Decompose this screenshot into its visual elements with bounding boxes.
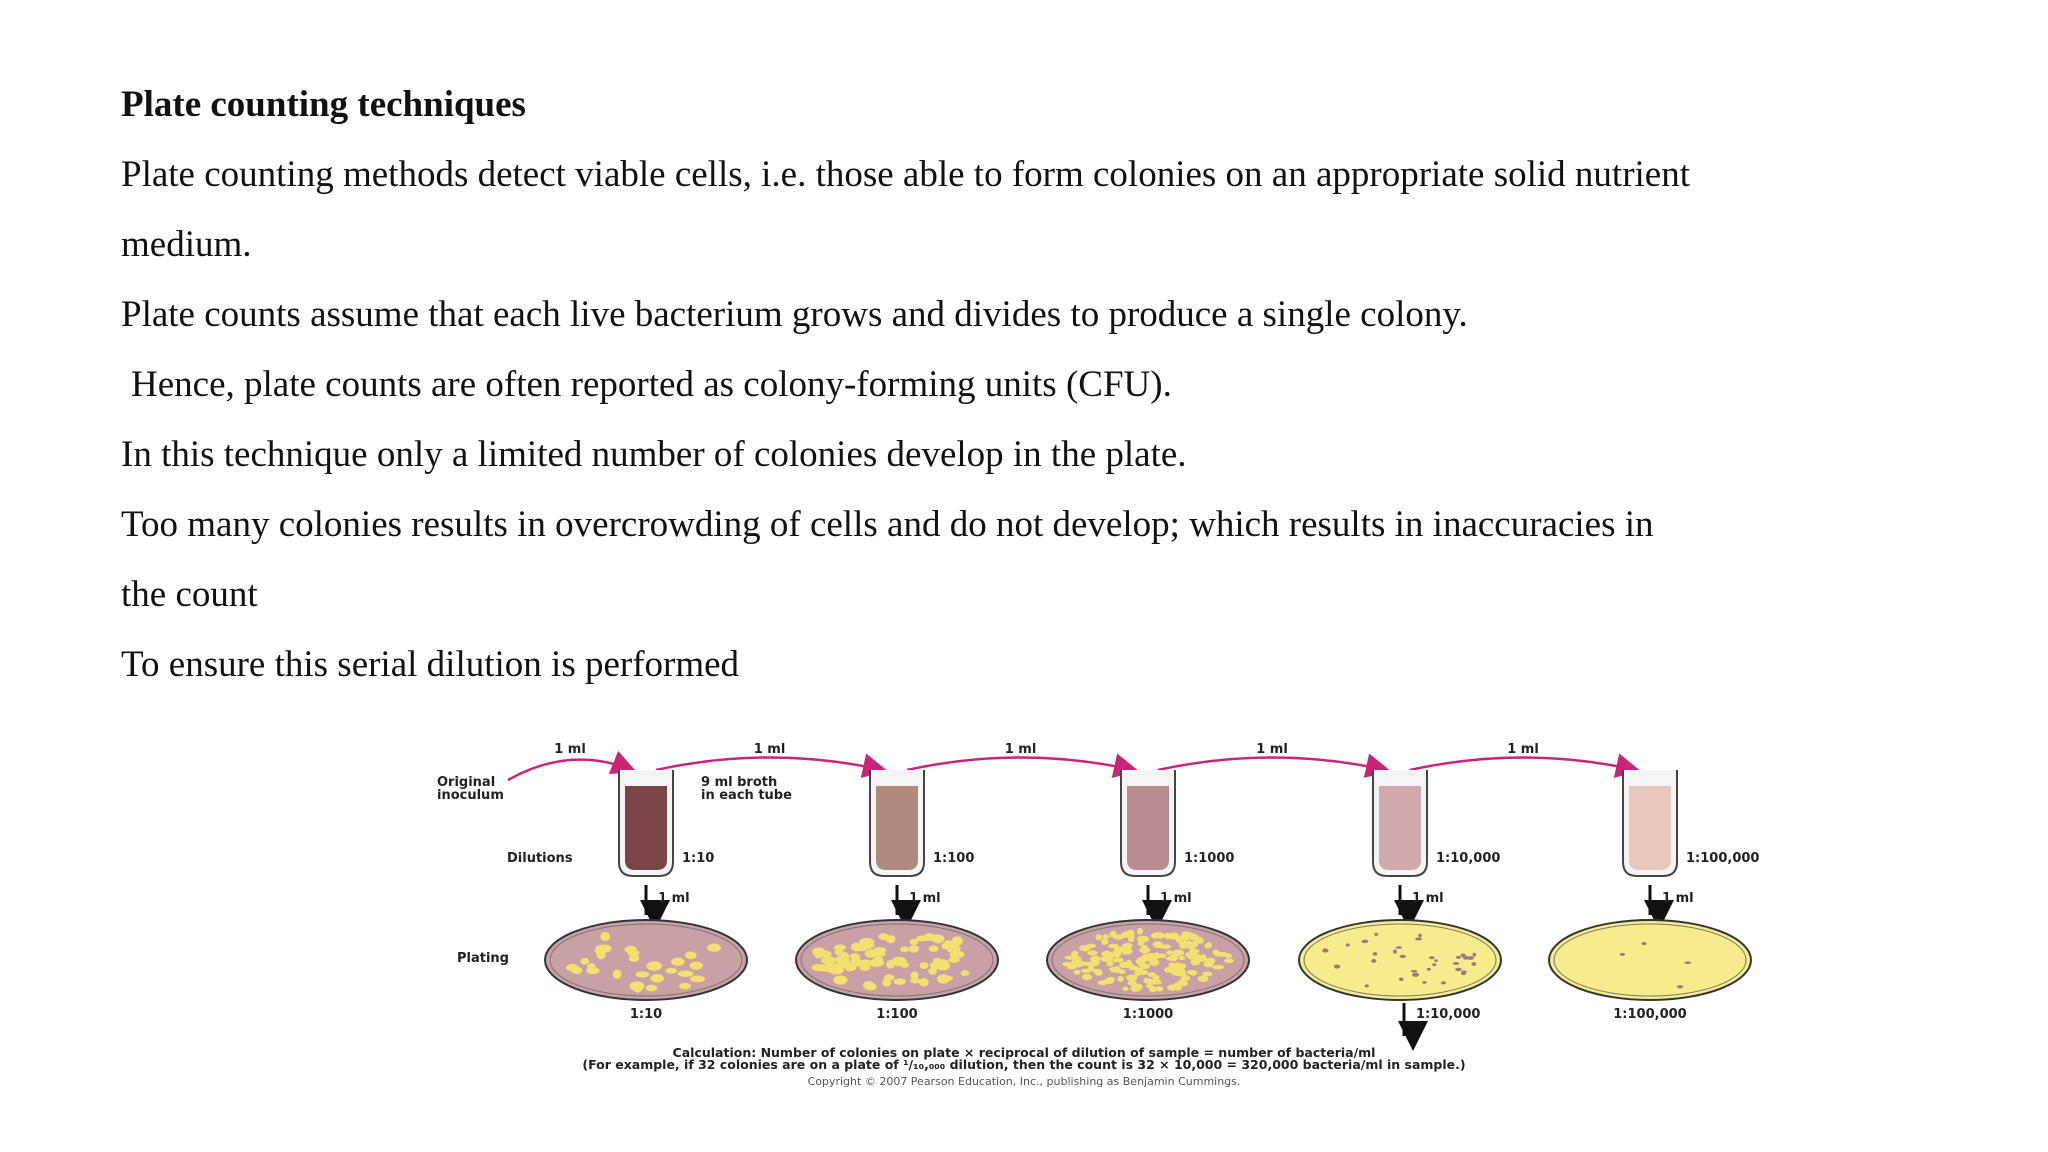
transfer-label-1: 1 ml (554, 742, 586, 757)
plate-dilution-label-5: 1:100,000 (1613, 1007, 1686, 1022)
dilution-tube-1: 1:10 (618, 770, 714, 877)
copyright-line: Copyright © 2007 Pearson Education, Inc.… (808, 1075, 1241, 1088)
transfer-arrow-2 (655, 753, 888, 778)
dilution-tube-2: 1:100 (869, 770, 974, 877)
tube-dilution-label-2: 1:100 (933, 851, 974, 866)
plating-volume-label-3: 1 ml (1160, 891, 1192, 906)
paragraph-4: Hence, plate counts are often reported a… (131, 364, 1172, 405)
transfer-label-3: 1 ml (1005, 742, 1037, 757)
transfer-label-4: 1 ml (1256, 742, 1288, 757)
dilutions-label: Dilutions (507, 851, 573, 866)
broth-note-1: 9 ml broth (701, 775, 777, 790)
paragraph-5: In this technique only a limited number … (121, 434, 1187, 475)
dilution-tube-4: 1:10,000 (1372, 770, 1500, 877)
agar-plate-1: 1:10 (544, 919, 748, 1022)
transfer-label-2: 1 ml (754, 742, 786, 757)
agar-plate-5: 1:100,000 (1548, 919, 1752, 1022)
transfer-label-5: 1 ml (1507, 742, 1539, 757)
slide-text: Plate counting techniques Plate counting… (121, 70, 1941, 700)
slide-heading: Plate counting techniques (121, 84, 526, 125)
paragraph-3: Plate counts assume that each live bacte… (121, 294, 1468, 335)
plating-volume-label-2: 1 ml (909, 891, 941, 906)
tube-dilution-label-5: 1:100,000 (1686, 851, 1759, 866)
agar-plate-3: 1:1000 (1046, 919, 1250, 1022)
plates-layer: 1:10 1:100 1:1000 1:10,000 1:100,000 (544, 919, 1752, 1022)
transfer-arrow-4 (1157, 753, 1391, 778)
plate-dilution-label-1: 1:10 (630, 1007, 662, 1022)
original-inoculum-label-1: Original (437, 775, 495, 790)
plate-dilution-label-4: 1:10,000 (1416, 1007, 1480, 1022)
paragraph-7: the count (121, 574, 258, 615)
agar-plate-4: 1:10,000 (1298, 919, 1502, 1022)
dilution-tube-3: 1:1000 (1120, 770, 1234, 877)
paragraph-6: Too many colonies results in overcrowdin… (121, 504, 1654, 545)
plating-volume-label-1: 1 ml (658, 891, 690, 906)
plate-dilution-label-3: 1:1000 (1123, 1007, 1173, 1022)
original-inoculum-label-2: inoculum (437, 788, 504, 803)
example-line: (For example, if 32 colonies are on a pl… (582, 1057, 1465, 1072)
paragraph-2: medium. (121, 224, 252, 265)
transfer-arrow-3 (906, 753, 1139, 778)
transfer-arrow-1 (507, 750, 637, 782)
transfer-arrow-5 (1409, 753, 1641, 778)
plating-label: Plating (457, 951, 509, 966)
tube-dilution-label-3: 1:1000 (1184, 851, 1234, 866)
plating-volume-label-5: 1 ml (1662, 891, 1694, 906)
dilution-tube-5: 1:100,000 (1622, 770, 1759, 877)
plating-volume-label-4: 1 ml (1412, 891, 1444, 906)
paragraph-8: To ensure this serial dilution is perfor… (121, 644, 740, 685)
broth-note-2: in each tube (701, 788, 792, 803)
calculation-line: Calculation: Number of colonies on plate… (673, 1045, 1376, 1060)
paragraph-1: Plate counting methods detect viable cel… (121, 154, 1690, 195)
agar-plate-2: 1:100 (795, 919, 999, 1022)
tubes-layer: 1 ml 1 ml 1 ml 1 ml 1 ml 1:10 1 ml 1:100 1 ml 1:1… (507, 742, 1759, 930)
tube-dilution-label-1: 1:10 (682, 851, 714, 866)
plate-dilution-label-2: 1:100 (876, 1007, 917, 1022)
tube-dilution-label-4: 1:10,000 (1436, 851, 1500, 866)
